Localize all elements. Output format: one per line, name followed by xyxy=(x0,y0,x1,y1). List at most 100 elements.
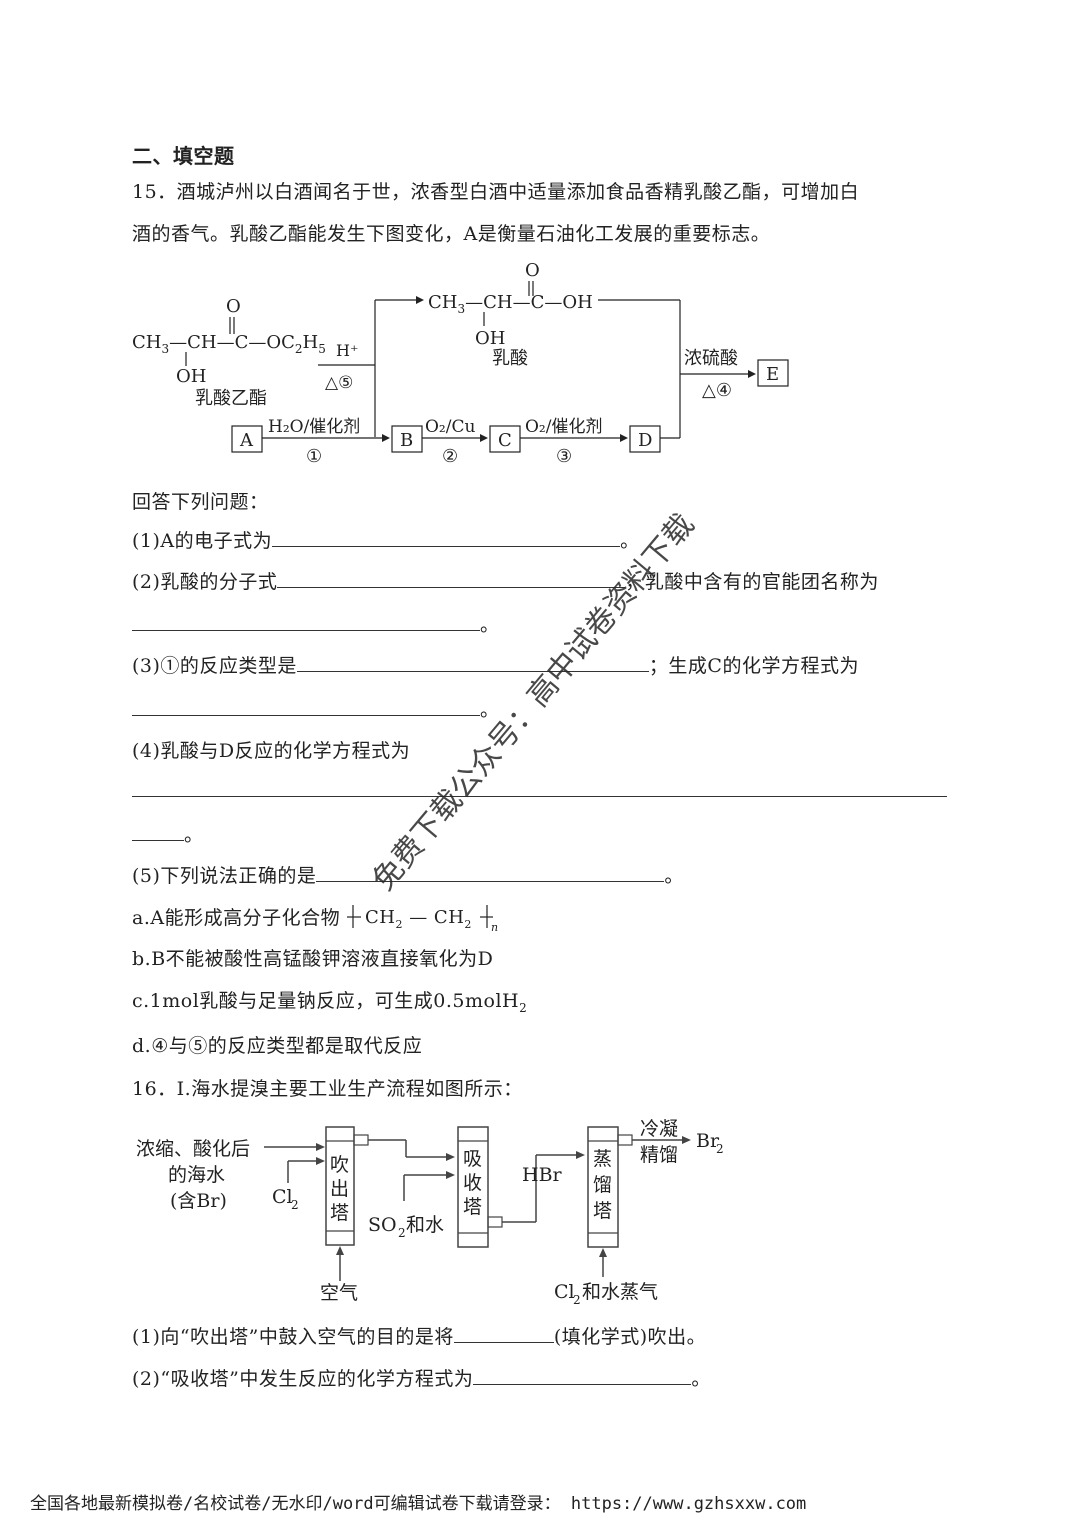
q15-part3: (3)①的反应类型是 ；生成C的化学方程式为 xyxy=(132,651,859,678)
q15-part4-blank2[interactable] xyxy=(132,822,184,841)
q16-part1-text-b: (填化学式)吹出。 xyxy=(553,1326,707,1348)
q15-part5-blank[interactable] xyxy=(316,863,665,882)
svg-text:2: 2 xyxy=(716,1142,724,1156)
air-label: 空气 xyxy=(320,1282,358,1304)
svg-text:n: n xyxy=(491,921,499,932)
q15-part3-blank1[interactable] xyxy=(296,653,649,672)
polyethylene-formula: CH2 — CH2 n xyxy=(346,905,499,934)
tower1-char2: 出 xyxy=(330,1178,349,1200)
tower2-char2: 收 xyxy=(463,1172,482,1194)
option-a-text: a.A能形成高分子化合物 xyxy=(132,907,341,929)
svg-text:2: 2 xyxy=(398,1226,406,1240)
option-c-subscript: 2 xyxy=(519,1000,528,1015)
condense-label: 冷凝 xyxy=(640,1118,678,1140)
answer-prompt: 回答下列问题： xyxy=(132,491,269,513)
so2-label: SO xyxy=(368,1214,397,1236)
step1-label: ① xyxy=(306,446,322,467)
cl2-steam-label: Cl xyxy=(554,1281,575,1303)
q15-part3-line2: 。 xyxy=(132,695,500,722)
q16-intro: 16．I.海水提溴主要工业生产流程如图所示： xyxy=(132,1078,523,1100)
section-title: 二、填空题 xyxy=(132,144,235,168)
br2-label: Br xyxy=(696,1130,720,1152)
q15-part1: (1)A的电子式为。 xyxy=(132,526,640,553)
distillation-tower xyxy=(587,1126,619,1248)
ethyl-lactate-label: 乳酸乙酯 xyxy=(195,388,267,409)
tower3-char3: 塔 xyxy=(593,1200,612,1222)
step4-label: △④ xyxy=(702,380,732,401)
feed-line2: 的海水 xyxy=(168,1164,225,1186)
cond1-label: H₂O/催化剂 xyxy=(268,417,360,437)
rectify-label: 精馏 xyxy=(640,1144,678,1166)
q15-part4-line3: 。 xyxy=(132,820,204,847)
absorption-tower xyxy=(457,1126,489,1248)
svg-text:2: 2 xyxy=(291,1198,299,1212)
q15-part3-blank2[interactable] xyxy=(132,697,480,716)
q15-part2: (2)乳酸的分子式 ，乳酸中含有的官能团名称为 xyxy=(132,567,879,594)
q15-part2-blank1[interactable] xyxy=(277,569,626,588)
feed-line1: 浓缩、酸化后 xyxy=(136,1138,250,1160)
svg-text:O: O xyxy=(525,260,540,281)
end-mark: 。 xyxy=(480,699,500,721)
tower2-char3: 塔 xyxy=(463,1196,482,1218)
bromine-extraction-flow-diagram: 浓缩、酸化后 的海水 (含Br) Cl 2 吹 出 塔 空气 SO 2 和水 吸… xyxy=(136,1118,724,1307)
q15-part2-line2: 。 xyxy=(132,610,500,637)
q15-intro-line1: 15．酒城泸州以白酒闻名于世，浓香型白酒中适量添加食品香精乳酸乙酯，可增加白 xyxy=(132,181,860,203)
end-mark: 。 xyxy=(480,614,500,636)
q16-part1-blank[interactable] xyxy=(453,1324,554,1343)
svg-text:OH: OH xyxy=(176,366,206,387)
blow-out-tower xyxy=(325,1126,355,1246)
q15-part1-text: (1)A的电子式为 xyxy=(132,530,273,552)
footer-link-text[interactable]: 全国各地最新模拟卷/名校试卷/无水印/word可编辑试卷下载请登录： https… xyxy=(30,1494,807,1514)
end-mark: 。 xyxy=(691,1368,711,1390)
q15-part3-text-a: (3)①的反应类型是 xyxy=(132,655,297,677)
cl2-label: Cl xyxy=(272,1186,293,1208)
option-b: b.B不能被酸性高锰酸钾溶液直接氧化为D xyxy=(132,948,494,970)
end-mark: 。 xyxy=(184,824,204,846)
q15-part5-text: (5)下列说法正确的是 xyxy=(132,865,317,887)
q16-part2-text: (2)“吸收塔”中发生反应的化学方程式为 xyxy=(132,1368,474,1390)
lactic-acid-label: 乳酸 xyxy=(492,348,528,369)
end-mark: 。 xyxy=(664,865,684,887)
svg-text:2: 2 xyxy=(573,1293,581,1307)
svg-text:CH2 — CH2: CH2 — CH2 xyxy=(365,907,472,931)
svg-text:CH3—CH—C—OH: CH3—CH—C—OH xyxy=(428,292,593,316)
tower3-char1: 蒸 xyxy=(593,1148,612,1170)
option-c: c.1mol乳酸与足量钠反应，可生成0.5molH2 xyxy=(132,986,527,1015)
q15-part4-line2 xyxy=(132,778,947,802)
lactic-acid-structure: O CH3—CH—C—OH OH xyxy=(428,260,593,349)
cond2-label: O₂/Cu xyxy=(425,417,475,437)
q15-intro-line2: 酒的香气。乳酸乙酯能发生下图变化，A是衡量石油化工发展的重要标志。 xyxy=(132,223,771,245)
q15-part2-text-a: (2)乳酸的分子式 xyxy=(132,571,278,593)
cond4-label: 浓硫酸 xyxy=(684,348,738,369)
option-d: d.④与⑤的反应类型都是取代反应 xyxy=(132,1035,423,1057)
reaction-scheme-diagram: O CH3—CH—C—OC2H5 OH 乳酸乙酯 H⁺ △⑤ O CH3—CH—… xyxy=(132,260,789,467)
feed-line3: (含Br) xyxy=(170,1190,227,1212)
svg-text:CH3—CH—C—OC2H5: CH3—CH—C—OC2H5 xyxy=(132,332,326,356)
q15-part5: (5)下列说法正确的是 。 xyxy=(132,861,684,888)
q15-part2-text-b: ，乳酸中含有的官能团名称为 xyxy=(625,571,879,593)
cond3-label: O₂/催化剂 xyxy=(525,417,602,437)
q16-part2: (2)“吸收塔”中发生反应的化学方程式为 。 xyxy=(132,1364,711,1391)
q15-part4: (4)乳酸与D反应的化学方程式为 xyxy=(132,740,411,762)
option-c-text: c.1mol乳酸与足量钠反应，可生成0.5molH xyxy=(132,990,520,1012)
svg-text:OH: OH xyxy=(475,328,505,349)
q15-part3-text-b: ；生成C的化学方程式为 xyxy=(648,655,859,677)
tower2-char1: 吸 xyxy=(463,1148,482,1170)
svg-text:O: O xyxy=(226,296,241,317)
box-d: D xyxy=(638,430,652,451)
box-a: A xyxy=(239,430,254,451)
q16-part1-text-a: (1)向“吹出塔”中鼓入空气的目的是将 xyxy=(132,1326,454,1348)
q16-part2-blank[interactable] xyxy=(473,1366,692,1385)
so2-suffix: 和水 xyxy=(406,1214,444,1236)
q15-part1-blank[interactable] xyxy=(272,528,621,547)
box-b: B xyxy=(400,430,413,451)
box-e: E xyxy=(766,364,779,385)
cond5-label: H⁺ xyxy=(336,341,358,360)
q15-part4-blank1[interactable] xyxy=(132,778,947,797)
ethyl-lactate-structure: O CH3—CH—C—OC2H5 OH xyxy=(132,296,326,387)
option-a: a.A能形成高分子化合物 CH2 — CH2 n xyxy=(132,902,517,934)
step3-label: ③ xyxy=(556,446,572,467)
hbr-label: HBr xyxy=(522,1164,563,1186)
q15-part2-blank2[interactable] xyxy=(132,612,480,631)
tower1-char1: 吹 xyxy=(330,1154,349,1176)
